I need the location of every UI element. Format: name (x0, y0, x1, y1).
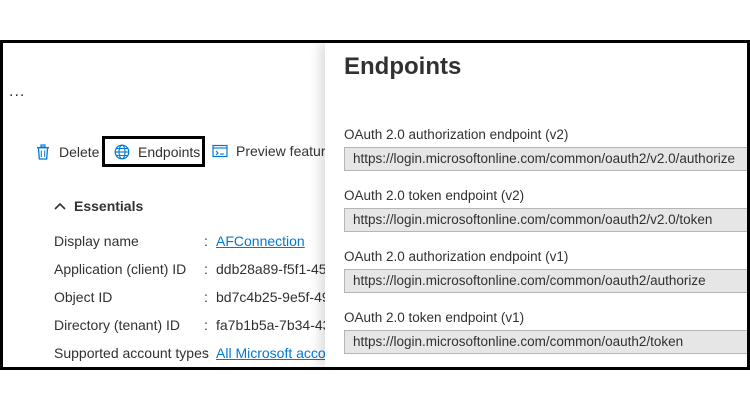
endpoints-button[interactable]: Endpoints (102, 136, 205, 167)
property-label: Display name (54, 233, 139, 249)
endpoint-label: OAuth 2.0 authorization endpoint (v2) (344, 127, 569, 142)
property-row-tenant-id: Directory (tenant) ID : fa7b1b5a-7b34-43… (54, 317, 325, 333)
endpoint-label: OAuth 2.0 authorization endpoint (v1) (344, 249, 569, 264)
endpoint-url-field[interactable]: https://login.microsoftonline.com/common… (344, 269, 747, 293)
endpoint-label: OAuth 2.0 token endpoint (v1) (344, 310, 525, 325)
screenshot-frame: ... Delete (0, 40, 750, 370)
preview-features-button[interactable]: Preview feature (212, 143, 325, 159)
property-label: Object ID (54, 289, 113, 305)
delete-label: Delete (59, 144, 100, 160)
globe-icon (114, 144, 130, 160)
endpoint-label: OAuth 2.0 token endpoint (v2) (344, 188, 525, 203)
endpoint-url-field[interactable]: https://login.microsoftonline.com/common… (344, 208, 747, 232)
endpoint-url-field[interactable]: https://login.microsoftonline.com/common… (344, 330, 747, 354)
tenant-id-value: fa7b1b5a-7b34-438 (216, 317, 325, 333)
trash-icon (35, 144, 51, 160)
chevron-up-icon (54, 199, 66, 213)
delete-button[interactable]: Delete (35, 140, 99, 164)
property-label: Directory (tenant) ID (54, 317, 181, 333)
essentials-heading: Essentials (74, 198, 144, 214)
preview-icon (212, 143, 228, 159)
endpoints-label: Endpoints (138, 143, 201, 160)
display-name-link[interactable]: AFConnection (216, 233, 305, 249)
essentials-toggle[interactable]: Essentials (54, 198, 143, 214)
preview-label: Preview feature (236, 143, 325, 159)
property-label: Supported account types (54, 345, 209, 361)
property-row-object-id: Object ID : bd7c4b25-9e5f-491 (54, 289, 325, 305)
app-overview-panel: ... Delete (3, 43, 325, 367)
more-options-button[interactable]: ... (9, 83, 26, 100)
object-id-value: bd7c4b25-9e5f-491 (216, 289, 325, 305)
client-id-value: ddb28a89-f5f1-457 (216, 261, 325, 277)
property-label: Application (client) ID (54, 261, 187, 277)
property-row-account-types: Supported account types : All Microsoft … (54, 345, 325, 361)
endpoints-blade: Endpoints OAuth 2.0 authorization endpoi… (325, 43, 747, 367)
command-bar: Delete (35, 140, 113, 164)
account-types-link[interactable]: All Microsoft accou (216, 345, 325, 361)
blade-title: Endpoints (344, 53, 462, 80)
property-row-client-id: Application (client) ID : ddb28a89-f5f1-… (54, 261, 325, 277)
property-row-display-name: Display name : AFConnection (54, 233, 305, 249)
endpoint-url-field[interactable]: https://login.microsoftonline.com/common… (344, 147, 747, 171)
